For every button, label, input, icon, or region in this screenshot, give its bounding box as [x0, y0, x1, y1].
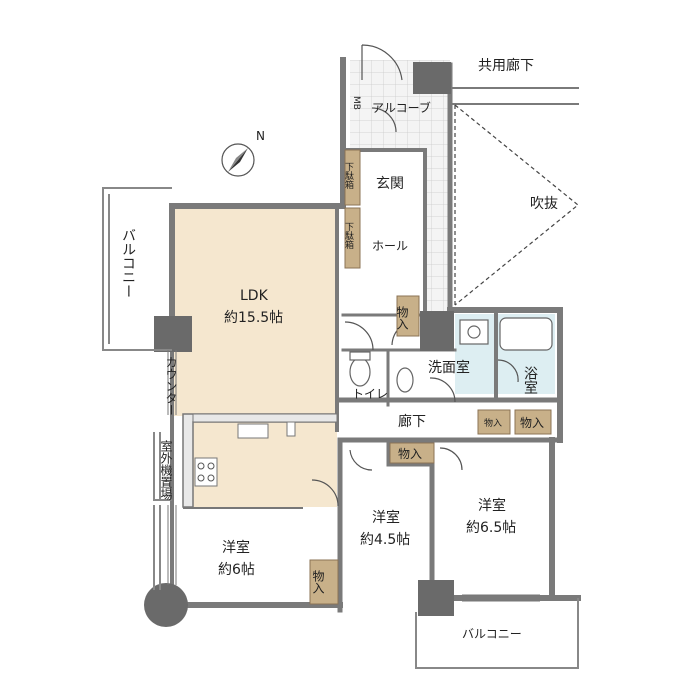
- label-outdoor-unit: 室外機置場: [159, 439, 173, 501]
- label-alcove: アルコーブ: [372, 100, 431, 115]
- label-hall: ホール: [372, 239, 408, 253]
- label-toilet: トイレ: [352, 387, 388, 401]
- label-storage-hall: 物入: [395, 306, 409, 330]
- label-mb: MB: [351, 96, 361, 110]
- ldk-floor: [172, 206, 337, 416]
- label-room-c: 洋室: [478, 497, 506, 514]
- label-storage-a: 物入: [311, 570, 325, 594]
- label-shoe-box-2: 下駄箱: [343, 222, 354, 250]
- label-room-a: 洋室: [222, 539, 250, 556]
- storage-units: [309, 149, 552, 605]
- label-room-b-area: 約4.5帖: [360, 532, 410, 548]
- label-shoe-box-1: 下駄箱: [343, 162, 354, 190]
- label-entrance: 玄関: [376, 175, 404, 192]
- label-washroom: 洗面室: [428, 359, 470, 376]
- walls: [162, 57, 581, 613]
- columns: [144, 62, 454, 627]
- label-ldk-area: 約15.5帖: [224, 310, 283, 326]
- kitchen: [182, 413, 338, 509]
- label-corridor: 廊下: [398, 413, 426, 430]
- void-lines: [454, 104, 579, 306]
- balcony-south: [415, 598, 579, 669]
- label-storage-b: 物入: [398, 447, 422, 461]
- outdoor-unit-space: [153, 432, 172, 590]
- balcony-west: [102, 187, 172, 351]
- svg-text:N: N: [256, 129, 265, 143]
- entrance-tile-2: [424, 150, 450, 315]
- label-room-b: 洋室: [372, 509, 400, 526]
- label-bath: 浴室: [522, 366, 538, 394]
- fixtures: [349, 317, 553, 393]
- label-ldk: LDK: [240, 288, 269, 304]
- label-balcony-south: バルコニー: [462, 627, 522, 641]
- label-room-c-area: 約6.5帖: [466, 520, 516, 536]
- windows: [167, 350, 540, 602]
- label-storage-c2: 物入: [520, 416, 544, 430]
- label-storage-c1: 物入: [484, 417, 502, 429]
- north-arrow-icon: N: [221, 129, 265, 177]
- label-void: 吹抜: [530, 196, 558, 212]
- label-common-corridor: 共用廊下: [478, 57, 534, 74]
- label-counter: カウンター: [164, 356, 178, 416]
- label-room-a-area: 約6帖: [218, 562, 255, 578]
- label-balcony-west: バルコニー: [120, 228, 136, 298]
